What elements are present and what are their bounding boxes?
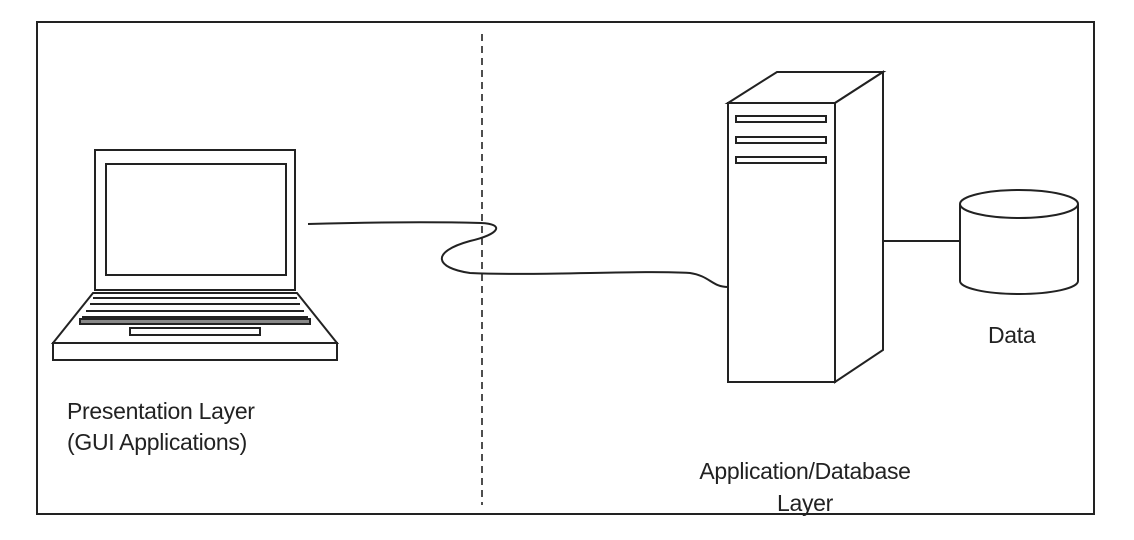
application-layer-label: Application/Database: [699, 458, 911, 484]
laptop-icon: [50, 149, 340, 361]
diagram-border: [36, 21, 1095, 515]
database-icon: [959, 189, 1079, 295]
server-icon: [724, 70, 887, 384]
presentation-layer-sublabel: (GUI Applications): [67, 429, 247, 455]
network-cable: [307, 221, 729, 288]
data-label: Data: [988, 322, 1036, 348]
application-layer-sublabel: Layer: [776, 490, 834, 516]
presentation-layer-label: Presentation Layer: [67, 398, 255, 424]
